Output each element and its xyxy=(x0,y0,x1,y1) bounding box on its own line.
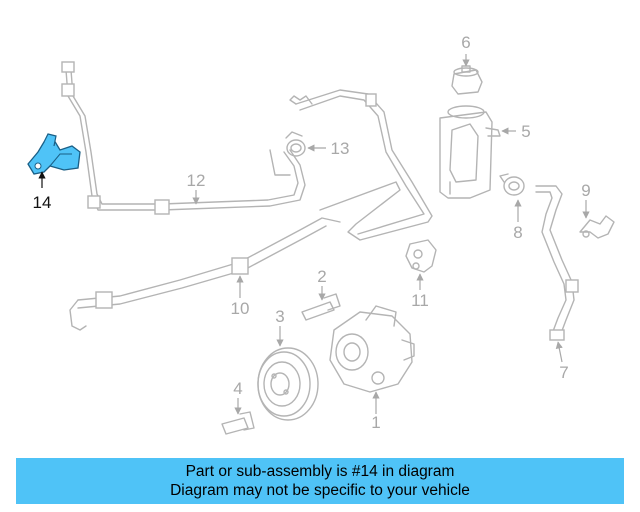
callout-3: 3 xyxy=(275,307,284,326)
callout-5: 5 xyxy=(521,122,530,141)
leader-lines xyxy=(38,54,590,415)
clip-9-part xyxy=(579,215,615,239)
reservoir-5-part xyxy=(439,105,501,199)
info-banner: Part or sub-assembly is #14 in diagram D… xyxy=(16,458,624,504)
callout-2: 2 xyxy=(317,267,326,286)
banner-line-2: Diagram may not be specific to your vehi… xyxy=(170,482,470,499)
hose-7-part xyxy=(535,185,579,341)
pump-1-part xyxy=(329,305,415,393)
clamp-8-part xyxy=(499,173,525,196)
pressure-hose-part xyxy=(61,61,306,215)
callout-4: 4 xyxy=(233,379,242,398)
callout-14: 14 xyxy=(33,193,52,212)
callout-12: 12 xyxy=(187,171,206,190)
callout-7: 7 xyxy=(559,363,568,382)
callout-1: 1 xyxy=(371,413,380,432)
clamp-13-part xyxy=(285,131,306,157)
callout-11: 11 xyxy=(411,291,429,310)
cap-6-part xyxy=(451,65,483,95)
banner-line-1: Part or sub-assembly is #14 in diagram xyxy=(185,463,455,480)
pulley-3-part xyxy=(257,347,319,421)
callout-9: 9 xyxy=(581,181,590,200)
callout-6: 6 xyxy=(461,33,470,52)
hose-10-part xyxy=(69,217,341,331)
bracket-11-part xyxy=(405,239,437,273)
callout-13: 13 xyxy=(331,139,350,158)
callout-10: 10 xyxy=(231,299,250,318)
bracket-14-highlighted-part xyxy=(27,133,81,175)
return-line-part xyxy=(289,89,433,241)
bolt-4-part xyxy=(221,411,255,435)
callout-8: 8 xyxy=(513,223,522,242)
bolt-2-part xyxy=(301,293,341,321)
